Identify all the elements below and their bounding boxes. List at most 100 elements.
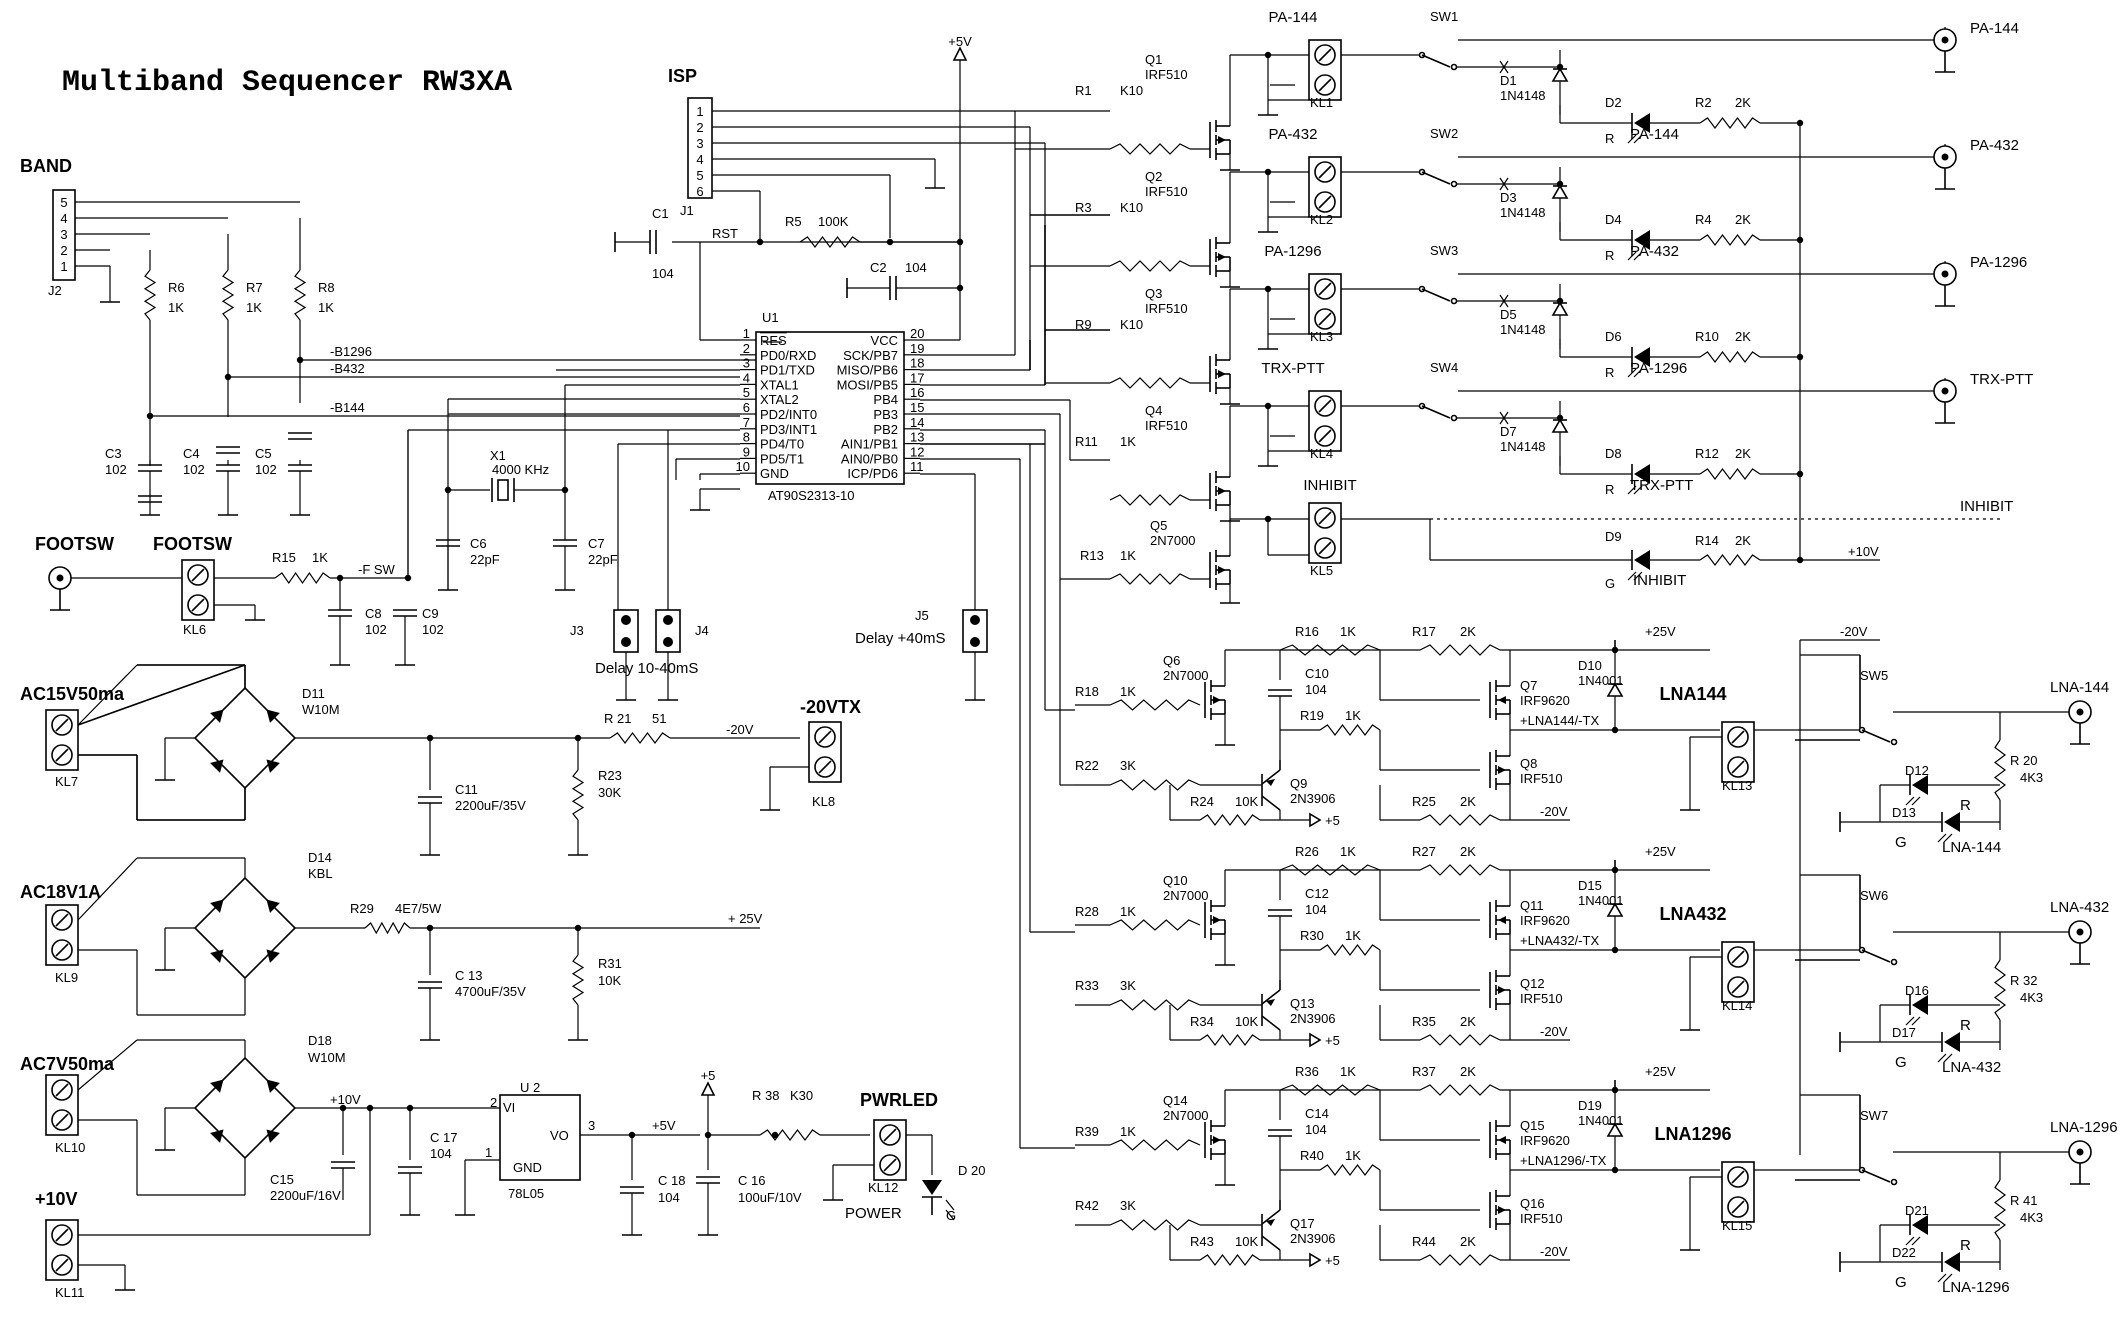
q3-part: 2N3906 — [1290, 1231, 1336, 1246]
junction-dot — [1611, 1166, 1619, 1174]
n-mosfet-icon — [1209, 471, 1231, 511]
mcu-pin-number: 1 — [743, 326, 750, 341]
r31-ref: R31 — [598, 956, 622, 971]
mcu-pin-number: 16 — [910, 385, 924, 400]
kl7-label: KL7 — [55, 774, 78, 789]
led-color-r: R — [1960, 797, 1971, 814]
band-pin-number: 3 — [60, 227, 67, 242]
res-val: 1K — [168, 300, 184, 315]
d-ref: D15 — [1578, 878, 1602, 893]
kl11-terminal — [45, 1219, 79, 1281]
res-ref: R7 — [246, 280, 263, 295]
net-b1296: -B1296 — [330, 344, 372, 359]
junction-dot — [224, 373, 232, 381]
mcu-pin-name: PD3/INT1 — [760, 422, 817, 437]
vi-label: VI — [503, 1100, 515, 1115]
pnp-transistor-icon — [1261, 989, 1281, 1031]
u2-part: 78L05 — [508, 1186, 544, 1201]
r6-ref: R24 — [1190, 794, 1214, 809]
d11-part: W10M — [302, 702, 340, 717]
d18-part: W10M — [308, 1050, 346, 1065]
rr-ref: R10 — [1695, 329, 1719, 344]
isp-ref: J1 — [680, 203, 694, 218]
q1-ref: Q10 — [1163, 873, 1188, 888]
kl-label: KL2 — [1310, 212, 1333, 227]
kl9-terminal — [45, 904, 79, 966]
d-part: 1N4148 — [1500, 439, 1546, 454]
r5-ref: R42 — [1075, 1198, 1099, 1213]
coax-jack-icon — [1933, 28, 1957, 73]
junction-dot — [1796, 353, 1804, 361]
r5-val: 3K — [1120, 1198, 1136, 1213]
led-label: PA-144 — [1630, 126, 1679, 143]
pa-out-label: PA-144 — [1970, 20, 2019, 37]
r29-ref: R29 — [350, 901, 374, 916]
q-part: IRF510 — [1145, 67, 1188, 82]
r1-ref: R18 — [1075, 684, 1099, 699]
m20-label: -20V — [726, 722, 754, 737]
led-color: R — [1605, 365, 1614, 380]
mcu-pin-number: 9 — [743, 444, 750, 459]
junction-dot — [771, 1131, 779, 1139]
kl-label: KL4 — [1310, 446, 1333, 461]
led-ref: D9 — [1605, 529, 1622, 544]
d14-part: KBL — [308, 866, 333, 881]
pin-number: 2 — [490, 1095, 497, 1110]
mcu-pin-name: PD1/TXD — [760, 363, 815, 378]
lna-out-label: LNA-144 — [2050, 679, 2109, 696]
isp-pin-number: 2 — [696, 120, 703, 135]
d-ref: D5 — [1500, 307, 1517, 322]
c15-val: 2200uF/16V — [270, 1188, 341, 1203]
rr-ref: R14 — [1695, 533, 1719, 548]
isp-pin-number: 1 — [696, 104, 703, 119]
mcu-pin-name: PD0/RXD — [760, 348, 816, 363]
q3-part: 2N3906 — [1290, 791, 1336, 806]
lna-terminal-3 — [1721, 1161, 1755, 1223]
led-color-r: R — [1960, 1017, 1971, 1034]
sw-label: SW3 — [1430, 243, 1458, 258]
pa-terminal-2 — [1308, 156, 1342, 218]
mcu-ref: U1 — [762, 310, 779, 325]
vm20-label: -20V — [1540, 1244, 1568, 1259]
kl12-terminal — [873, 1119, 907, 1181]
r1-val: 1K — [1120, 1124, 1136, 1139]
c7-val: 22pF — [588, 552, 618, 567]
rr-val: 2K — [1735, 95, 1751, 110]
led-icon — [1937, 1032, 1960, 1063]
junction-dot — [296, 356, 304, 364]
r1-val: 1K — [1120, 684, 1136, 699]
mcu-pin-number: 12 — [910, 444, 924, 459]
q-ref: Q3 — [1145, 286, 1162, 301]
cap-val: 102 — [255, 462, 277, 477]
q-ref: Q4 — [1145, 403, 1162, 418]
c-ref: C14 — [1305, 1106, 1329, 1121]
kl-label: KL14 — [1722, 998, 1752, 1013]
r-ref: R9 — [1075, 317, 1092, 332]
junction-dot — [444, 486, 452, 494]
cap-val: 102 — [105, 462, 127, 477]
rr-val: 2K — [1735, 446, 1751, 461]
pa-out-label: TRX-PTT — [1970, 371, 2033, 388]
v10in-label: +10V — [35, 1189, 78, 1209]
c-val: 104 — [1305, 902, 1327, 917]
band-pin-number: 4 — [60, 211, 67, 226]
d20-ref: D 20 — [958, 1163, 985, 1178]
d-ref: D10 — [1578, 658, 1602, 673]
led-ref: D8 — [1605, 446, 1622, 461]
kl12-label: KL12 — [868, 1180, 898, 1195]
c-ref: C12 — [1305, 886, 1329, 901]
p5-label: +5V — [652, 1118, 676, 1133]
d-part: 1N4148 — [1500, 322, 1546, 337]
r7-val: 2K — [1460, 1014, 1476, 1029]
c15-ref: C15 — [270, 1172, 294, 1187]
q2-part: IRF9620 — [1520, 693, 1570, 708]
pa-terminal-3 — [1308, 273, 1342, 335]
x1-val: 4000 KHz — [492, 462, 549, 477]
r-val: K10 — [1120, 317, 1143, 332]
power-label: POWER — [845, 1205, 902, 1222]
r1-ref: R39 — [1075, 1124, 1099, 1139]
